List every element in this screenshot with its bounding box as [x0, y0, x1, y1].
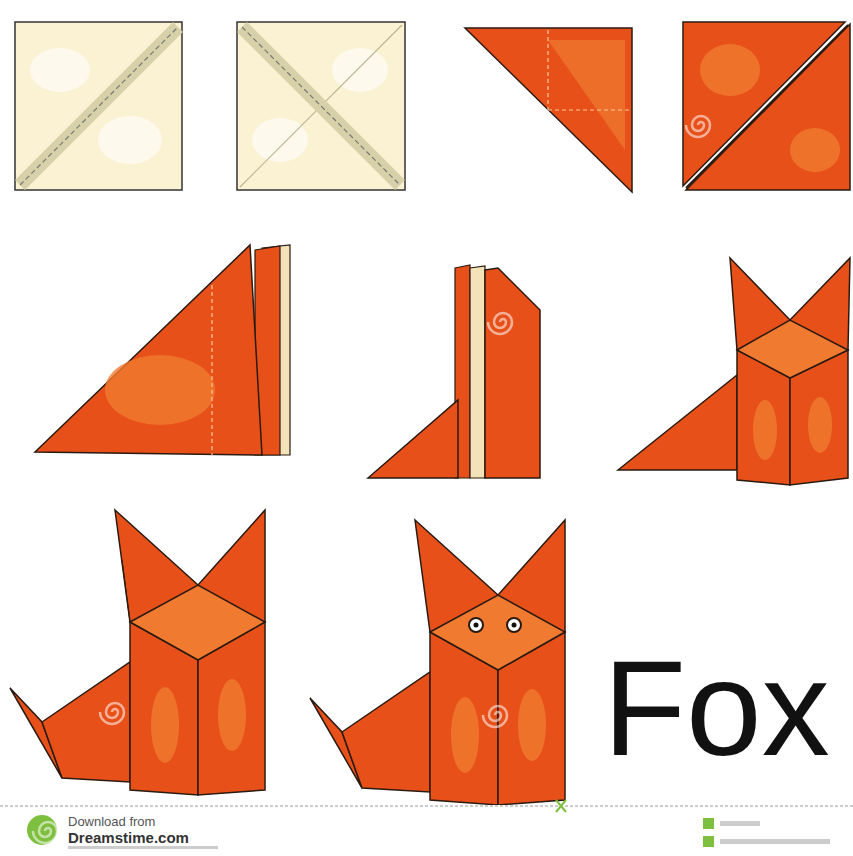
step-5-fold — [35, 245, 290, 455]
paper-triangle — [465, 28, 632, 192]
crease-line — [240, 25, 402, 187]
ear-crease — [122, 560, 130, 622]
footer-text: Download from — [68, 815, 155, 828]
logo-circle — [27, 815, 57, 845]
heading-text: Fox — [603, 640, 830, 776]
scissors-icon — [556, 800, 566, 812]
paper-square — [237, 22, 405, 190]
fox-head — [430, 595, 565, 670]
paper-shine — [105, 355, 215, 425]
paper-shine — [332, 48, 388, 92]
footer-bar — [0, 805, 853, 856]
footer-rule — [0, 806, 853, 807]
paper-shine — [98, 116, 162, 164]
step-1-square — [15, 22, 182, 190]
step-6-fold — [368, 265, 540, 478]
fox-eye — [507, 618, 521, 632]
fine-print — [68, 846, 218, 849]
step-8-fox — [10, 510, 265, 795]
watermark-swirl — [686, 116, 710, 137]
logo-swirl — [33, 822, 57, 843]
fold-line — [20, 27, 178, 185]
footer-brand: Dreamstime.com — [68, 830, 189, 845]
step-9-fox — [310, 520, 565, 805]
paper-shine — [518, 689, 546, 761]
fold-line — [211, 285, 212, 455]
fox-head — [737, 320, 848, 378]
paper-flap — [686, 24, 850, 190]
id-icon — [703, 818, 714, 829]
fold-line — [547, 30, 548, 110]
fox-pupil — [474, 623, 479, 628]
step-3-triangle — [465, 28, 632, 192]
fox-pupil — [512, 623, 517, 628]
fox-head — [130, 585, 265, 660]
paper-tail — [368, 400, 458, 478]
step-2-square — [237, 22, 405, 190]
fold-line — [242, 27, 400, 185]
paper-shine — [151, 687, 179, 763]
watermark-swirl — [483, 706, 507, 727]
fox-eye — [469, 618, 483, 632]
paper-shine — [451, 697, 479, 773]
paper-shine — [700, 44, 760, 96]
fold-band — [242, 27, 400, 185]
step-4-square — [683, 22, 850, 190]
paper-layer — [485, 268, 540, 478]
fold-edge — [686, 25, 848, 188]
watermark-swirl — [100, 703, 124, 724]
paper-triangle — [35, 245, 262, 455]
paper-square — [15, 22, 182, 190]
paper-shine — [790, 128, 840, 172]
fold-band — [20, 27, 178, 185]
paper-shine — [753, 400, 777, 460]
fold-line — [548, 109, 630, 110]
paper-shine — [218, 679, 246, 751]
author-icon — [703, 836, 714, 847]
paper-shine — [30, 48, 90, 92]
fox-tail — [42, 662, 130, 782]
paper-shine — [548, 40, 625, 150]
fox-tail — [618, 375, 737, 470]
fox-tail — [342, 672, 430, 792]
paper-layer — [470, 266, 485, 478]
step-7-fox — [618, 258, 850, 485]
fine-print — [720, 839, 830, 844]
paper-shine — [808, 397, 832, 453]
watermark-swirl — [488, 313, 512, 334]
paper-shine — [252, 118, 308, 162]
fine-print — [720, 821, 760, 826]
